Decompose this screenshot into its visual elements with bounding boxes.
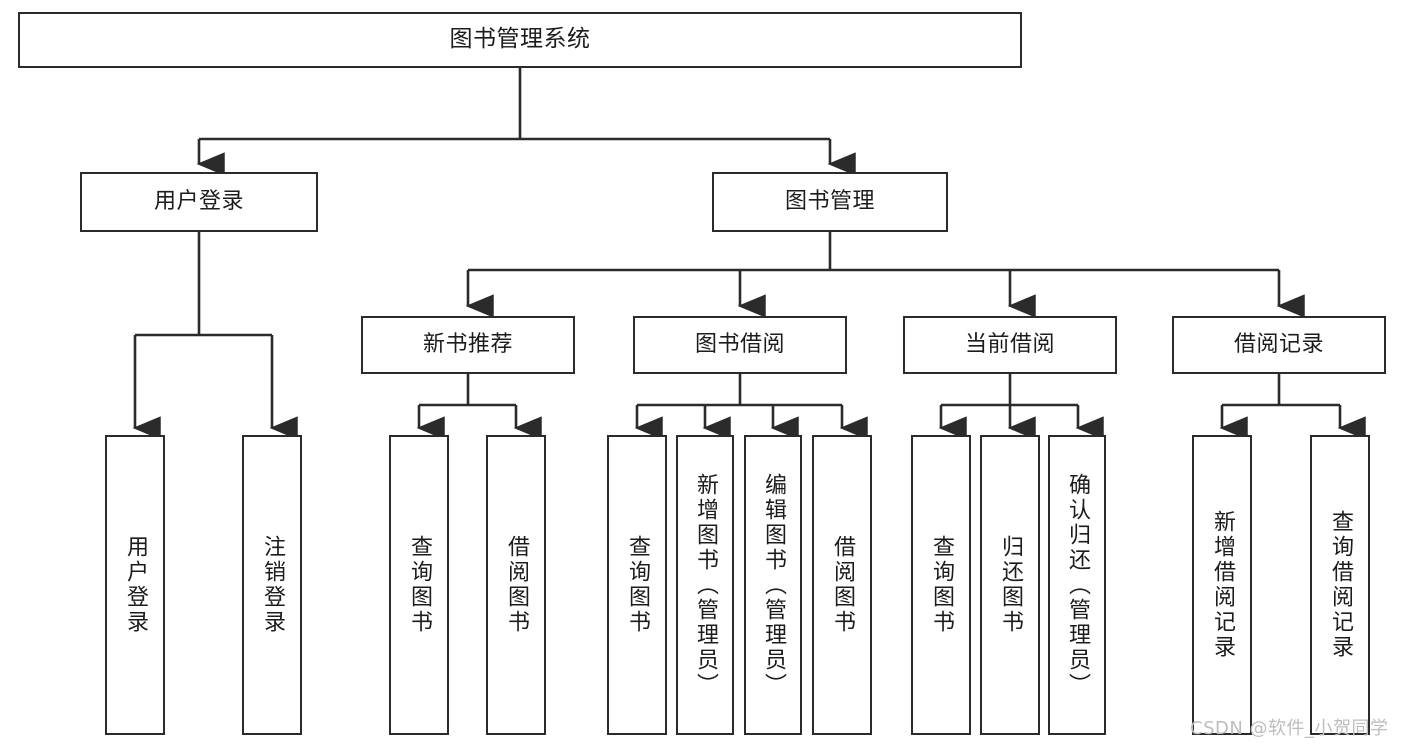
node-label: 查询图书 bbox=[929, 535, 954, 635]
leaf-query-books-current[interactable]: 查询图书 bbox=[911, 435, 971, 735]
leaf-user-login[interactable]: 用户登录 bbox=[105, 435, 165, 735]
leaf-borrow-books-recommend[interactable]: 借阅图书 bbox=[486, 435, 546, 735]
leaf-borrow-books-borrow[interactable]: 借阅图书 bbox=[812, 435, 872, 735]
leaf-return-books[interactable]: 归还图书 bbox=[980, 435, 1040, 735]
node-label: 借阅图书 bbox=[504, 535, 529, 635]
leaf-logout[interactable]: 注销登录 bbox=[242, 435, 302, 735]
csdn-watermark: CSDN @软件_小贺同学 bbox=[1190, 718, 1389, 739]
node-book-borrow[interactable]: 图书借阅 bbox=[633, 316, 847, 374]
leaf-query-books-recommend[interactable]: 查询图书 bbox=[389, 435, 449, 735]
leaf-add-book-admin[interactable]: 新增图书（管理员） bbox=[676, 435, 734, 735]
node-label: 图书管理 bbox=[784, 188, 875, 214]
node-label: 归还图书 bbox=[998, 535, 1023, 635]
node-label: 查询图书 bbox=[407, 535, 432, 635]
node-label: 当前借阅 bbox=[964, 331, 1055, 357]
leaf-confirm-return-admin[interactable]: 确认归还（管理员） bbox=[1048, 435, 1106, 735]
node-user-login[interactable]: 用户登录 bbox=[80, 172, 318, 232]
node-current-borrow[interactable]: 当前借阅 bbox=[903, 316, 1117, 374]
node-label: 编辑图书（管理员） bbox=[761, 472, 786, 698]
node-label: 用户登录 bbox=[153, 188, 244, 214]
node-label: 注销登录 bbox=[260, 535, 285, 635]
node-book-management[interactable]: 图书管理 bbox=[712, 172, 948, 232]
node-label: 确认归还（管理员） bbox=[1065, 472, 1090, 698]
node-label: 新增图书（管理员） bbox=[693, 472, 718, 698]
node-label: 图书借阅 bbox=[694, 331, 785, 357]
leaf-edit-book-admin[interactable]: 编辑图书（管理员） bbox=[744, 435, 802, 735]
node-label: 新书推荐 bbox=[422, 331, 513, 357]
node-label: 新增借阅记录 bbox=[1210, 510, 1235, 660]
node-label: 图书管理系统 bbox=[449, 26, 591, 53]
node-label: 查询图书 bbox=[625, 535, 650, 635]
node-label: 借阅图书 bbox=[830, 535, 855, 635]
leaf-add-borrow-record[interactable]: 新增借阅记录 bbox=[1192, 435, 1252, 735]
node-label: 查询借阅记录 bbox=[1328, 510, 1353, 660]
node-label: 用户登录 bbox=[123, 535, 148, 635]
leaf-query-borrow-record[interactable]: 查询借阅记录 bbox=[1310, 435, 1370, 735]
node-root-book-system[interactable]: 图书管理系统 bbox=[18, 12, 1022, 68]
node-new-book-recommend[interactable]: 新书推荐 bbox=[361, 316, 575, 374]
node-label: 借阅记录 bbox=[1233, 331, 1324, 357]
leaf-query-books-borrow[interactable]: 查询图书 bbox=[607, 435, 667, 735]
node-borrow-records[interactable]: 借阅记录 bbox=[1172, 316, 1386, 374]
